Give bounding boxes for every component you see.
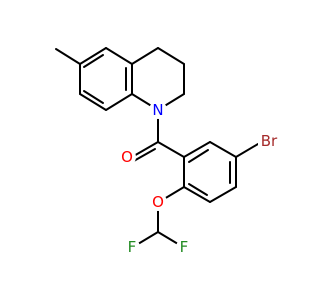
bond <box>157 231 179 245</box>
bond <box>55 48 81 65</box>
carbonyl-oxygen-atom: O <box>118 148 136 166</box>
bond <box>163 186 185 200</box>
ether-oxygen-atom: O <box>149 193 167 211</box>
bond <box>131 141 159 158</box>
bond <box>209 141 237 158</box>
nitrogen-atom: N <box>149 101 167 119</box>
bond <box>157 47 185 65</box>
bromine-atom: Br <box>258 132 280 150</box>
molecule-structure: N O O Br F F <box>55 47 280 256</box>
atom-label-f2: F <box>180 238 189 256</box>
bond <box>209 186 237 203</box>
bond <box>235 143 259 158</box>
bond <box>157 141 185 158</box>
atom-label-o-ether: O <box>152 193 164 211</box>
bond <box>131 148 156 163</box>
bond <box>105 47 133 65</box>
atom-label-n: N <box>152 101 163 119</box>
atom-label-br: Br <box>261 132 278 150</box>
fluorine-atom-2: F <box>176 238 192 256</box>
bond-layer <box>55 47 259 245</box>
bond <box>188 149 209 163</box>
bond <box>188 183 208 196</box>
bond <box>79 93 107 111</box>
bond <box>83 54 104 68</box>
bond <box>105 93 133 111</box>
fluorine-atom-1: F <box>124 238 140 256</box>
bond <box>83 90 104 104</box>
bond <box>137 231 159 245</box>
atom-label-f1: F <box>128 238 137 256</box>
atom-label-o-carbonyl: O <box>121 148 133 166</box>
bond <box>131 47 159 65</box>
bond <box>183 186 211 203</box>
bond <box>79 47 107 65</box>
atom-label-layer: N O O Br F F <box>118 101 280 256</box>
bond <box>183 141 211 158</box>
molecule-diagram: N O O Br F F <box>55 47 280 256</box>
